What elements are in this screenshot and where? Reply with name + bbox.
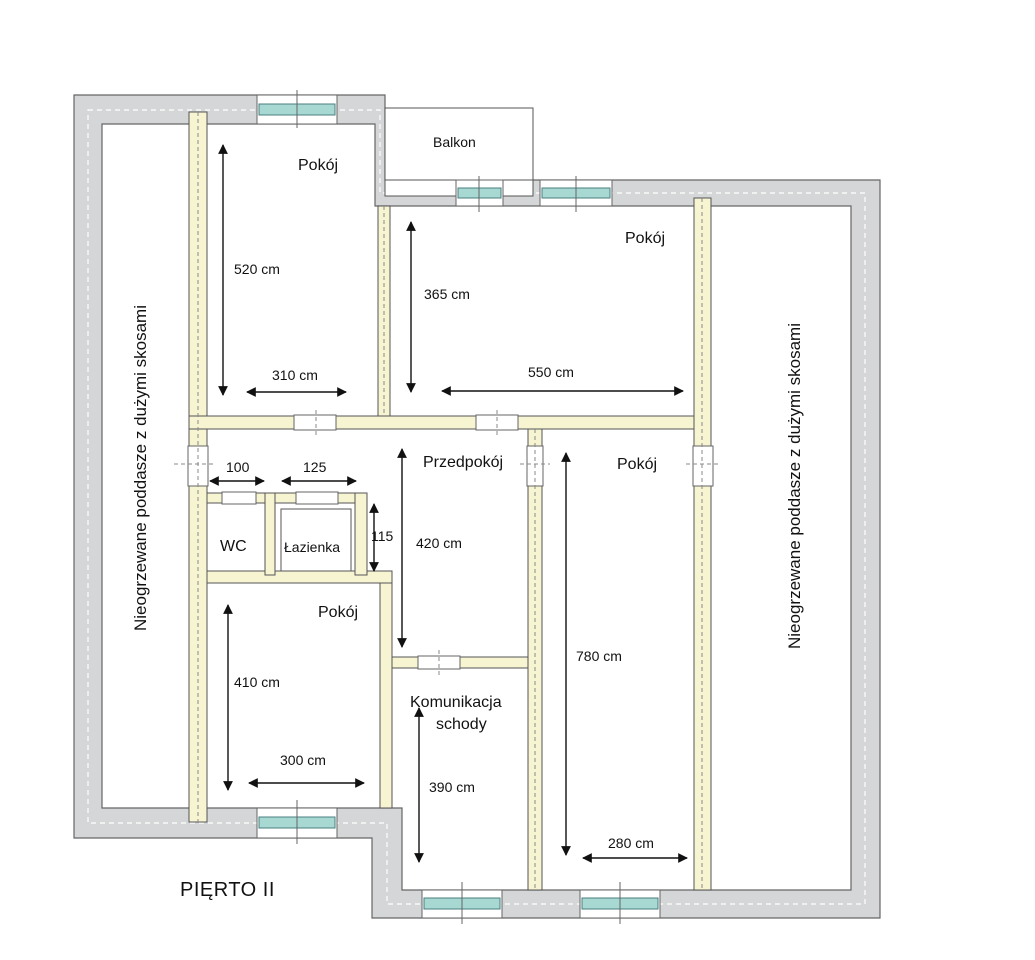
room-label-wc: WC [220,538,247,555]
room-label-nw: Pokój [298,157,338,174]
interior-walls [188,111,712,891]
room-label-bathroom: Łazienka [284,539,340,555]
window-balcony-door [455,176,504,212]
dim-label-e-height: 780 cm [576,648,622,664]
dimension-arrows [209,144,688,863]
window-north-1 [256,90,338,128]
partition-lines [206,502,352,572]
room-label-stairs-1: Komunikacja [410,694,502,711]
dim-label-bath-depth: 115 [371,528,394,544]
dim-label-bath-width: 125 [303,459,327,475]
window-south-2 [421,882,503,924]
dim-label-ne-width: 550 cm [528,364,574,380]
room-label-stairs-2: schody [436,716,487,733]
room-label-e: Pokój [617,456,657,473]
dim-label-sw-height: 410 cm [234,674,280,690]
dim-label-wc-width: 100 [226,459,250,475]
room-label-hall: Przedpokój [423,454,503,471]
door-openings [187,414,714,670]
dim-label-sw-width: 300 cm [280,752,326,768]
dim-label-e-width: 280 cm [608,835,654,851]
dim-label-hall-height: 420 cm [416,535,462,551]
room-label-sw: Pokój [318,604,358,621]
dim-label-nw-width: 310 cm [272,367,318,383]
dim-label-nw-height: 520 cm [234,261,280,277]
attic-label-left: Nieogrzewane poddasze z dużymi skosami [131,305,150,631]
dim-label-stairs-height: 390 cm [429,779,475,795]
attic-label-right: Nieogrzewane poddasze z dużymi skosami [785,323,804,649]
floor-title: PIĘRTO II [180,879,275,901]
room-label-balcony: Balkon [433,134,476,150]
windows [256,90,661,924]
window-south-1 [256,800,338,844]
window-north-2 [539,176,613,212]
dim-label-ne-height: 365 cm [424,286,470,302]
wall-dash-line [87,109,866,905]
window-south-3 [579,882,661,924]
room-label-ne: Pokój [625,230,665,247]
